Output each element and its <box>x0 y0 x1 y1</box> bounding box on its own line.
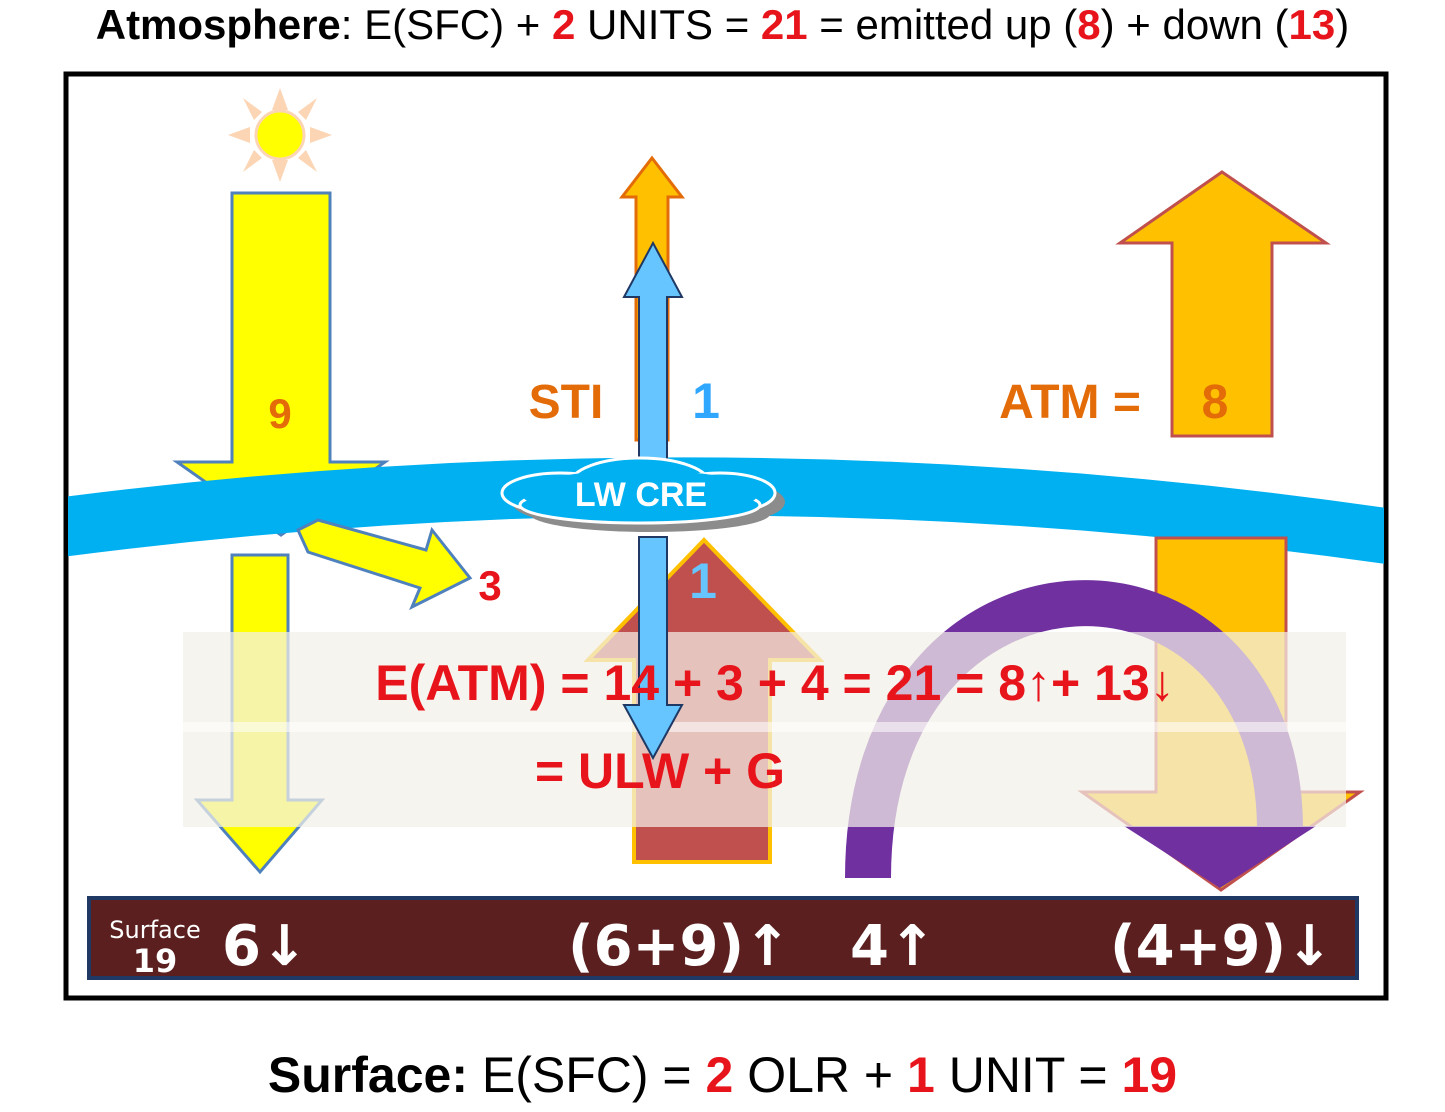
surface-text-3: UNIT = <box>934 1047 1122 1103</box>
atmosphere-value-13: 13 <box>1288 1 1336 48</box>
atmosphere-value-2: 2 <box>552 1 576 48</box>
reflected-label: 3 <box>478 562 501 609</box>
lw-cre-down-arrow <box>622 536 684 761</box>
atmosphere-text-4: ) + down ( <box>1100 1 1289 48</box>
surface-flux-1: 6↓ <box>222 914 308 979</box>
cloud-icon <box>500 456 785 532</box>
equation-line-2: = ULW + G <box>535 743 785 799</box>
surface-value-1: 1 <box>907 1047 935 1103</box>
atm-label: ATM = <box>999 376 1141 429</box>
reflected-arrow <box>296 518 473 611</box>
atmosphere-text-1: : E(SFC) + <box>340 1 552 48</box>
atmosphere-equation: Atmosphere: E(SFC) + 2 UNITS = 21 = emit… <box>0 0 1445 50</box>
surface-value: 19 <box>133 942 178 980</box>
solar-in-label: 9 <box>268 390 291 437</box>
atmosphere-text-5: ) <box>1335 1 1350 48</box>
surface-value-19: 19 <box>1121 1047 1178 1103</box>
surface-equation: Surface: E(SFC) = 2 OLR + 1 UNIT = 19 <box>0 1045 1445 1105</box>
purple-arch-head <box>1124 826 1316 888</box>
surface-flux-4: (4+9)↓ <box>1110 914 1333 979</box>
surface-bar <box>87 896 1359 980</box>
surface-flux-2: (6+9)↑ <box>568 914 791 979</box>
surface-value-2: 2 <box>705 1047 734 1103</box>
surface-label: Surface <box>109 916 200 944</box>
atmosphere-text-2: UNITS = <box>575 1 761 48</box>
cloud-label: LW CRE <box>575 476 707 514</box>
equation-line-1: E(ATM) = 14 + 3 + 4 = 21 = 8↑+ 13↓ <box>375 655 1175 711</box>
sun-icon <box>228 88 332 182</box>
atmosphere-text-3: = emitted up ( <box>807 1 1078 48</box>
atmosphere-value-8: 8 <box>1077 1 1101 48</box>
surface-text-1: E(SFC) = <box>467 1047 706 1103</box>
equation-box-divider <box>183 722 1346 732</box>
atm-value: 8 <box>1202 376 1229 429</box>
lw-down-value: 1 <box>689 553 717 609</box>
surface-text-2: OLR + <box>733 1047 908 1103</box>
surface-heading: Surface: <box>267 1047 468 1103</box>
sti-label: STI <box>529 376 604 429</box>
atm-up-arrow <box>1115 170 1331 438</box>
energy-budget-diagram: 9 3 STI 1 ATM = 8 LW CRE 1 E(ATM) = 14 +… <box>63 71 1389 1001</box>
sti-value: 1 <box>692 373 720 429</box>
surface-flux-3: 4↑ <box>850 914 936 979</box>
atmosphere-value-21: 21 <box>760 1 808 48</box>
atmosphere-heading: Atmosphere <box>95 1 341 48</box>
